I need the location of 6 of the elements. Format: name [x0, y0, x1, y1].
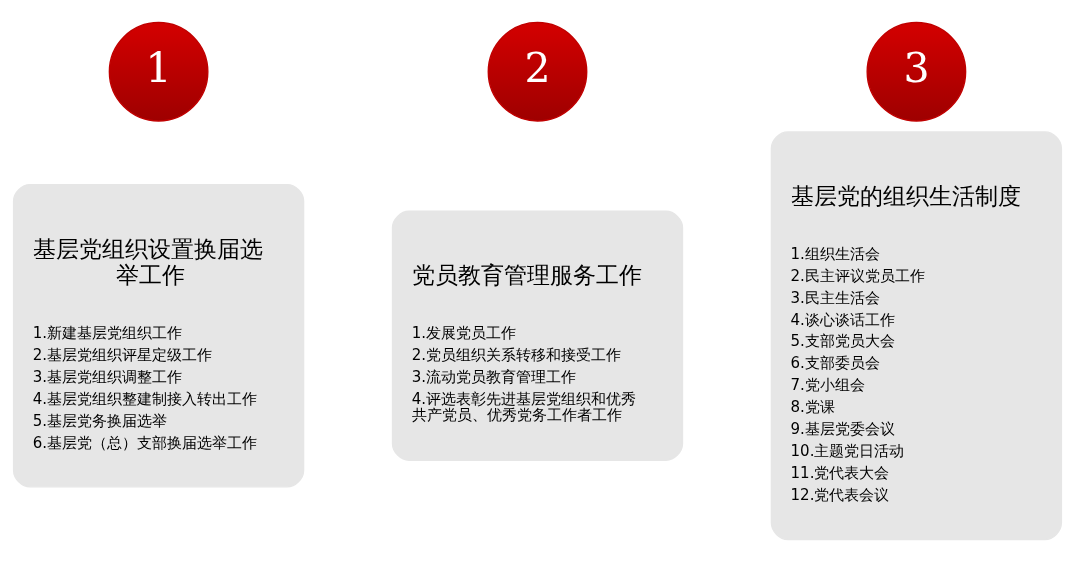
node-circle: 1 [108, 21, 209, 122]
node-circle: 2 [487, 21, 588, 122]
node-box: 党员教育管理服务工作 1.发展党员工作 2.党员组织关系转移和接受工作 3.流动党员教育管理工作 4.评选表彰先进基层党组织和优秀共产党员、优秀党务工作者工作 [391, 210, 684, 461]
node-circle: 3 [866, 21, 967, 122]
node-box: 基层党组织设置换届选举工作 1.新建基层党组织工作 2.基层党组织评星定级工作 3.基层党组织调整工作 4.基层党组织整建制接入转出工作 5.基层党务换届选举 6.基层党（总）支部换届选举工作 [12, 183, 305, 488]
node-box: 基层党的组织生活制度 1.组织生活会 2.民主评议党员工作 3.民主生活会 4.谈心谈话工作 5.支部党员大会 6.支部委员会 7.党小组会 8.党课 9.基层党委会议 10.主题党日活动 11.党代表大会 12.党代表会议 [770, 131, 1063, 541]
